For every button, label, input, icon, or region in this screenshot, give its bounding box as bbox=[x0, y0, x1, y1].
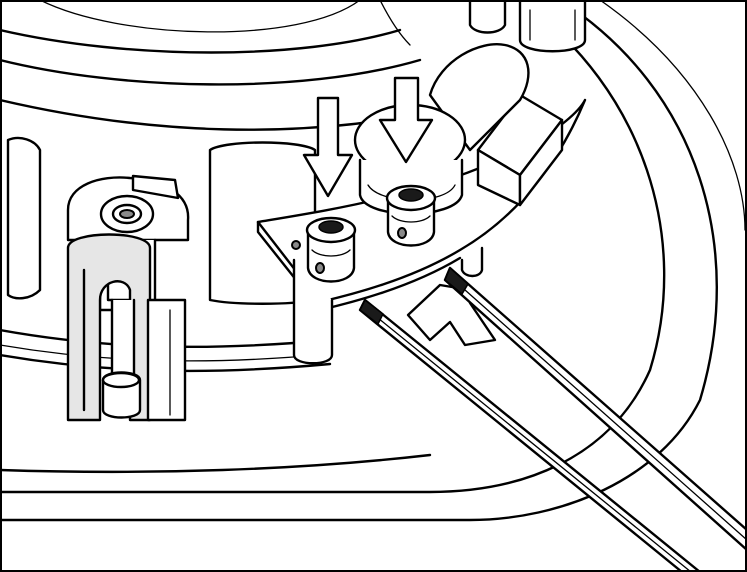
speaker-wire-left bbox=[358, 298, 702, 572]
arrow-down-left bbox=[302, 96, 354, 198]
terminal-post-right bbox=[385, 184, 437, 247]
arrow-down-tighten bbox=[378, 76, 434, 164]
arrow-insert-wire bbox=[406, 283, 497, 347]
top-posts bbox=[468, 0, 587, 53]
spring-clip bbox=[66, 233, 187, 422]
speaker-wire-right bbox=[443, 266, 747, 552]
terminal-post-left bbox=[291, 216, 357, 283]
outer-rim bbox=[0, 0, 746, 522]
